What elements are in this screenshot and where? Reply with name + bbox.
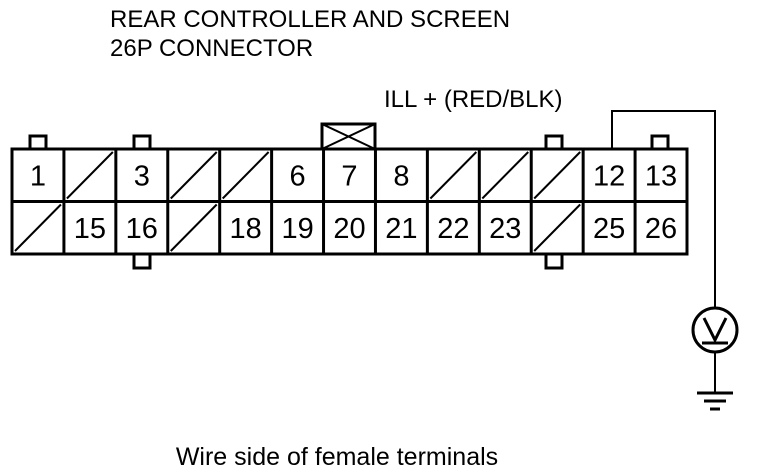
pin-21: 21 (385, 213, 417, 245)
lock-tab (28, 134, 48, 151)
lock-tab (544, 134, 564, 151)
title-line-2: 26P CONNECTOR (110, 35, 313, 62)
unused-pin-slash (66, 151, 114, 200)
caption: Wire side of female terminals (176, 443, 498, 471)
pin-15: 15 (74, 213, 106, 245)
pin-23: 23 (489, 213, 521, 245)
unused-pin-slash (14, 203, 62, 252)
lock-tab (650, 134, 670, 151)
pin-22: 22 (437, 213, 469, 245)
unused-pin-slash (481, 151, 529, 200)
lock-tab (132, 252, 152, 270)
unused-pin-slash (533, 203, 581, 252)
pin-7: 7 (341, 160, 357, 192)
pin-19: 19 (281, 213, 313, 245)
pin-26: 26 (645, 213, 677, 245)
unused-pin-slash (170, 203, 218, 252)
pin-3: 3 (134, 160, 150, 192)
pin-8: 8 (393, 160, 409, 192)
unused-pin-slash (429, 151, 478, 200)
probe-wire (611, 110, 716, 309)
lock-tab (544, 252, 564, 270)
connector-key-cross (321, 123, 376, 150)
lock-tab (132, 134, 152, 151)
pin-6: 6 (290, 160, 306, 192)
unused-pin-slash (221, 151, 270, 200)
pin-12: 12 (593, 160, 625, 192)
unused-pin-slash (170, 151, 218, 200)
pin-25: 25 (593, 213, 625, 245)
pin-18: 18 (230, 213, 262, 245)
wire-label: ILL + (RED/BLK) (384, 86, 563, 113)
pin-13: 13 (645, 160, 677, 192)
pin-1: 1 (30, 160, 46, 192)
voltmeter-icon (691, 306, 739, 354)
pin-20: 20 (333, 213, 365, 245)
ground-icon (697, 352, 733, 411)
pin-16: 16 (126, 213, 158, 245)
title-line-1: REAR CONTROLLER AND SCREEN (110, 6, 510, 33)
unused-pin-slash (533, 151, 581, 200)
